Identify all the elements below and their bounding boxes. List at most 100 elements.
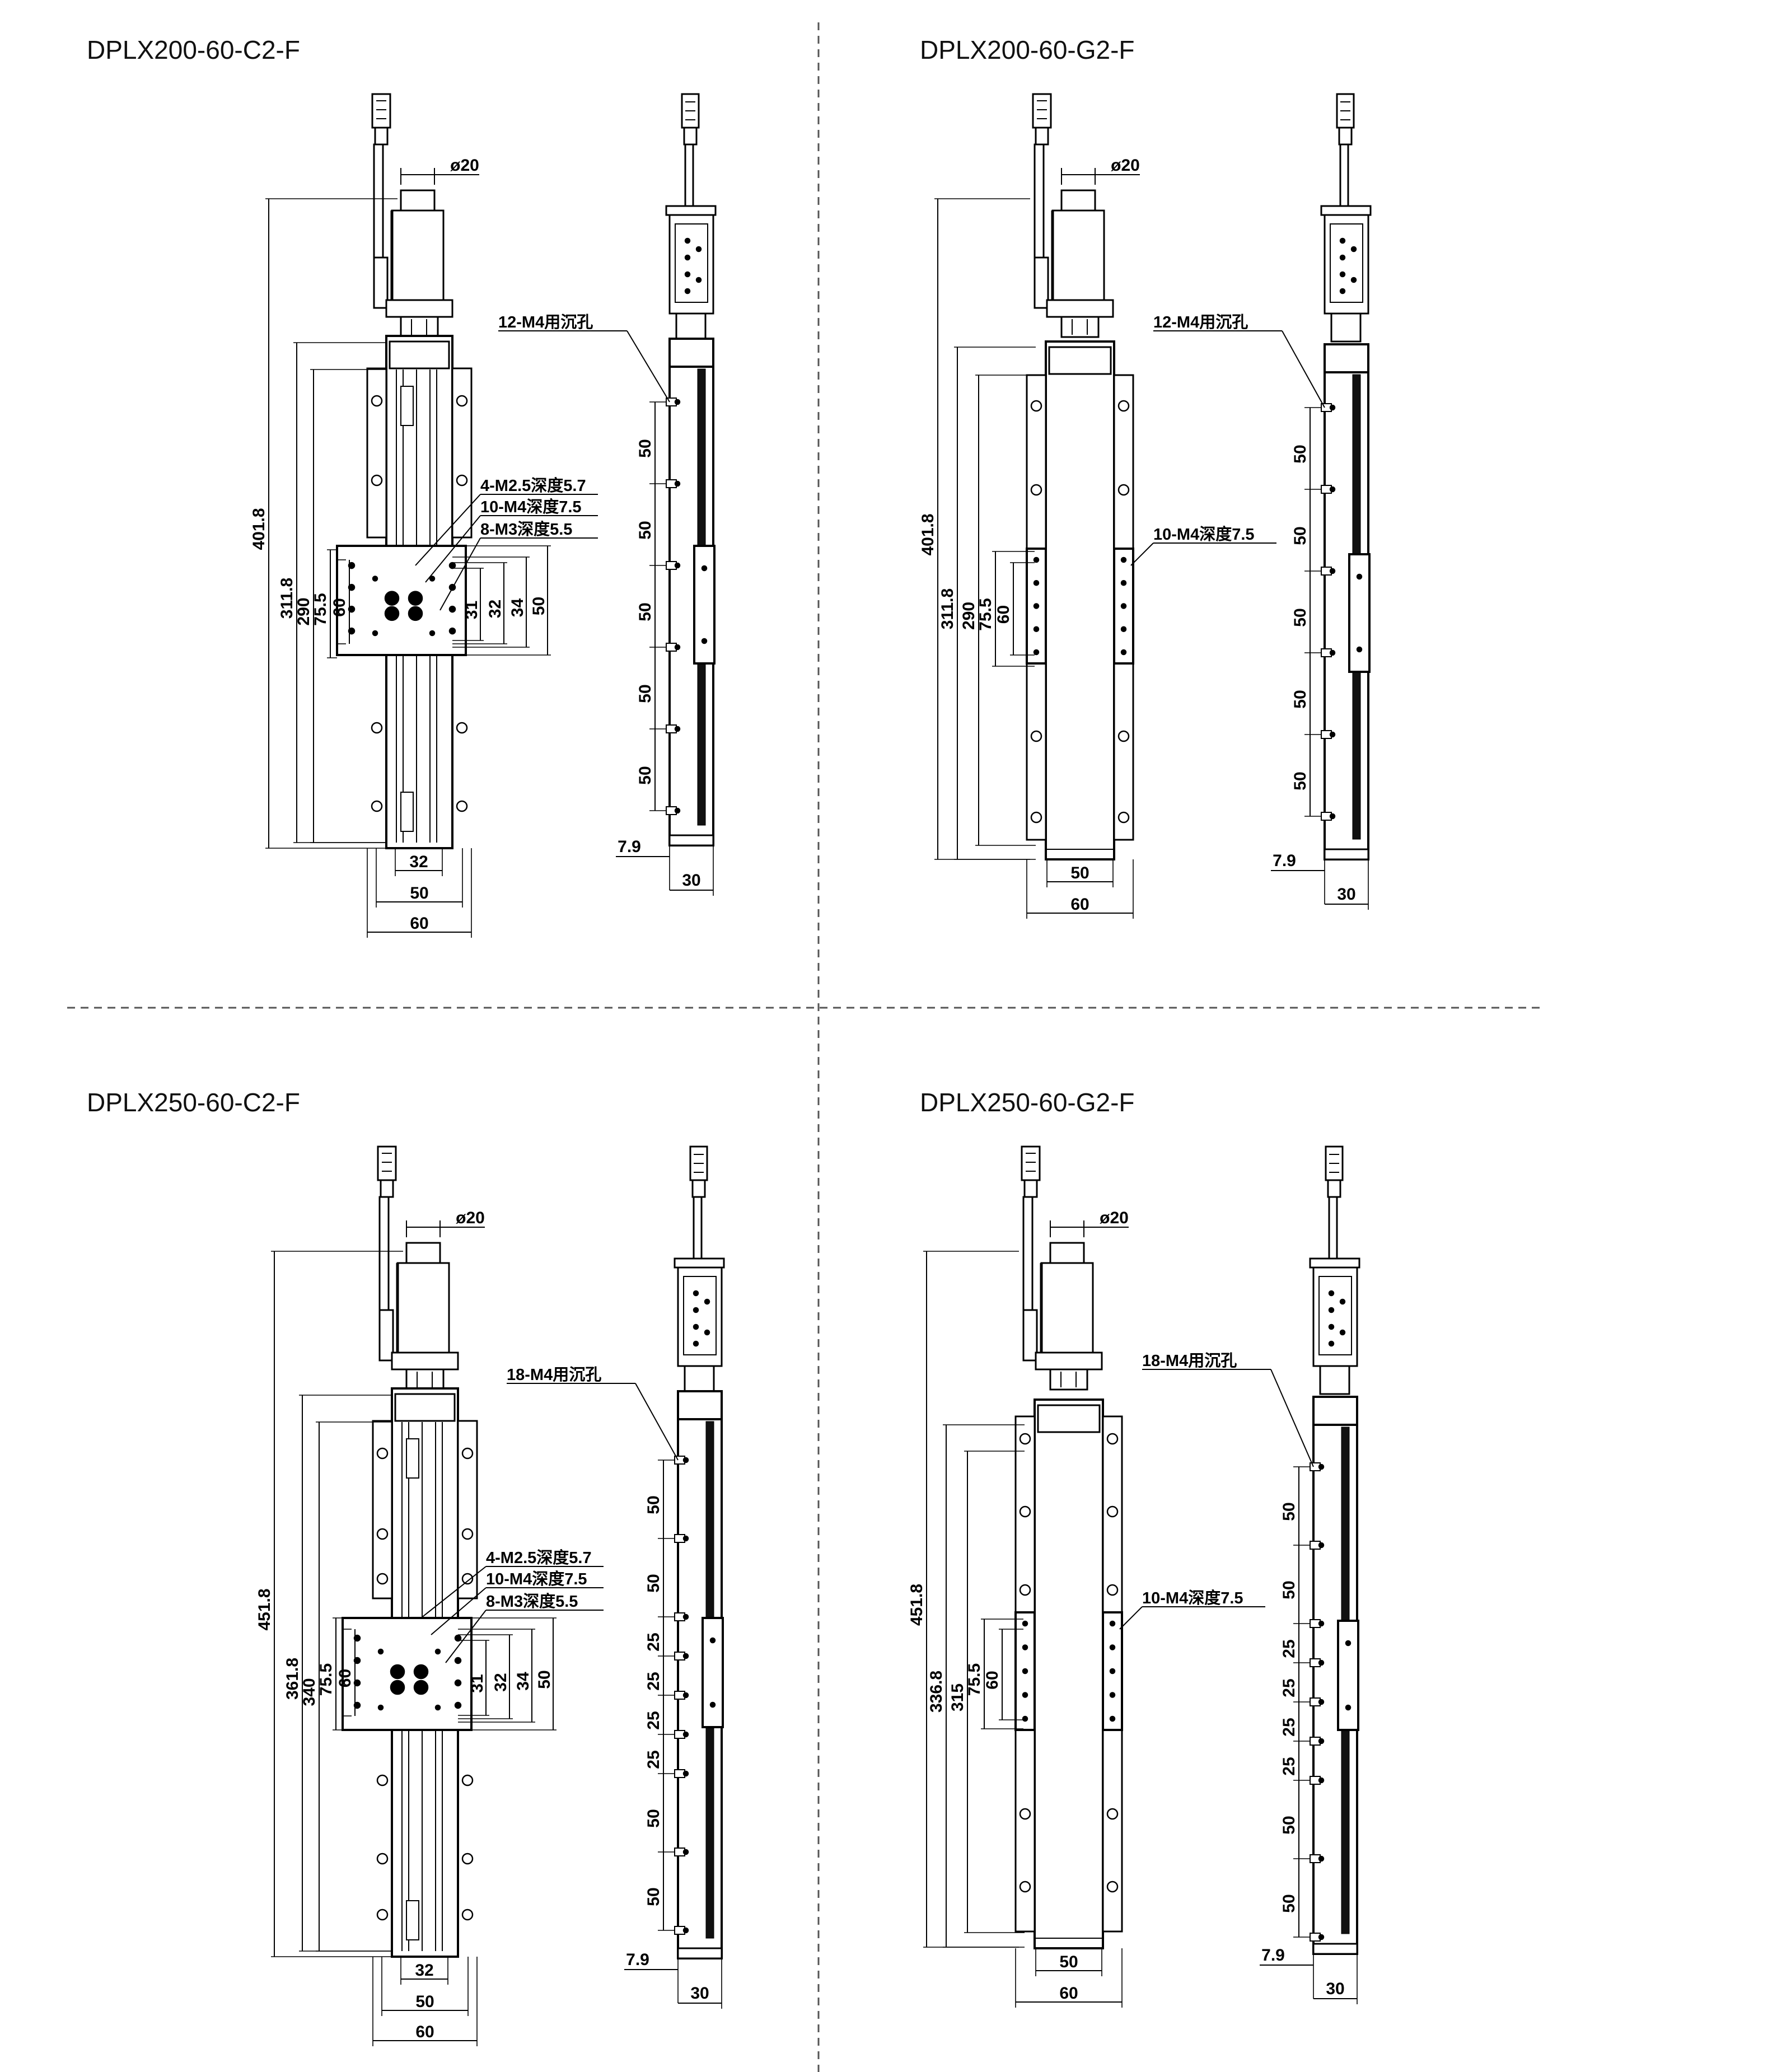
hole [454, 1657, 462, 1664]
hole [1120, 580, 1127, 586]
vertical-dimension-label: 340 [300, 1678, 319, 1706]
motor-flange [385, 299, 453, 318]
vertical-dimension-label: 32 [492, 1673, 510, 1691]
pitch-label: 50 [644, 1495, 663, 1514]
vertical-dimension-label: 31 [462, 601, 481, 619]
pitch-label: 50 [636, 521, 654, 539]
hole [1033, 556, 1040, 563]
hole [1318, 1659, 1325, 1666]
vertical-dimension-label: 290 [960, 602, 978, 630]
mount-hole [371, 474, 383, 487]
pitch-label: 50 [1291, 690, 1310, 708]
hole [684, 237, 691, 244]
pitch-label: 25 [644, 1750, 663, 1769]
hole [682, 1731, 689, 1738]
hole [682, 1535, 689, 1542]
pitch-label: 25 [644, 1672, 663, 1690]
hole [1318, 1934, 1325, 1940]
pitch-label: 25 [644, 1711, 663, 1729]
connector-icon [1021, 1145, 1041, 1181]
hole [1022, 1668, 1028, 1675]
offset-label: 7.9 [1273, 852, 1296, 870]
hole [1318, 1463, 1325, 1470]
vertical-dimension-label: 401.8 [250, 508, 268, 550]
motor-diameter-label: ø20 [450, 156, 479, 175]
hole [1329, 649, 1336, 656]
cable [693, 1196, 703, 1260]
hole [1329, 813, 1336, 820]
carriage-side [1337, 1620, 1359, 1731]
offset-label: 7.9 [1261, 1946, 1285, 1965]
base-block [1312, 1943, 1358, 1955]
motor-diameter-label: ø20 [456, 1209, 485, 1227]
callout-note: 18-M4用沉孔 [507, 1365, 601, 1384]
hole [1033, 649, 1040, 656]
hole [1350, 246, 1357, 252]
hole [1339, 1298, 1346, 1305]
vertical-dimension-label: 50 [530, 597, 548, 615]
vertical-dimension-label: 34 [508, 598, 527, 618]
cable [684, 143, 694, 207]
mount-hole [456, 800, 468, 812]
leader-line [626, 330, 670, 403]
hole [674, 644, 681, 651]
hole [693, 1340, 699, 1347]
callout-note: 18-M4用沉孔 [1142, 1351, 1237, 1370]
hole [693, 1290, 699, 1297]
thread-hole [384, 591, 400, 606]
bracket [665, 205, 717, 216]
coupling [684, 1365, 715, 1395]
horizontal-dimension-label: 32 [415, 1961, 433, 1980]
hole [682, 1770, 689, 1777]
mount-hole [376, 1447, 389, 1460]
mount-hole [1019, 1808, 1031, 1820]
pitch-label: 50 [1280, 1580, 1298, 1599]
connector-neck [1338, 127, 1353, 146]
carriage-side [693, 545, 716, 665]
motor-body [1051, 209, 1105, 301]
vertical-dimension-label: 50 [535, 1670, 554, 1689]
hole [1328, 1323, 1335, 1330]
motor-inner [1330, 223, 1363, 303]
callout-note: 8-M3深度5.5 [486, 1592, 578, 1611]
flange-left [366, 367, 387, 539]
hole [377, 1704, 384, 1711]
hole [709, 1637, 716, 1644]
hole [434, 1648, 441, 1655]
pitch-label: 50 [644, 1809, 663, 1827]
hole [1329, 404, 1336, 411]
hole [684, 254, 691, 261]
hole [1339, 271, 1346, 278]
hole [372, 630, 378, 637]
hole [674, 480, 681, 487]
mount-hole [1106, 1505, 1119, 1518]
hole [674, 726, 681, 732]
vertical-dimension-label: 60 [336, 1669, 354, 1687]
hole [674, 807, 681, 814]
vertical-dimension-label: 451.8 [255, 1588, 274, 1630]
connector-neck [374, 127, 389, 146]
callout-note: 4-M2.5深度5.7 [486, 1549, 592, 1567]
end-block-top [1037, 1404, 1101, 1433]
hole [448, 605, 456, 613]
bracket [1320, 205, 1372, 216]
hole [1318, 1777, 1325, 1784]
vertical-dimension-label: 31 [468, 1674, 487, 1692]
pitch-label: 50 [1291, 608, 1310, 626]
connector-neck [1023, 1179, 1038, 1198]
hole [448, 627, 456, 635]
hole [1339, 288, 1346, 294]
horizontal-dimension-label: 60 [1070, 895, 1089, 914]
coupling [1319, 1365, 1350, 1395]
coupling [675, 312, 707, 343]
mount-hole [1117, 484, 1130, 496]
hole [372, 576, 378, 582]
motor-flange [1046, 299, 1114, 318]
hole [674, 562, 681, 569]
callout-note: 10-M4深度7.5 [486, 1570, 587, 1588]
motor-cap [405, 1242, 441, 1264]
carriage [342, 1617, 473, 1731]
